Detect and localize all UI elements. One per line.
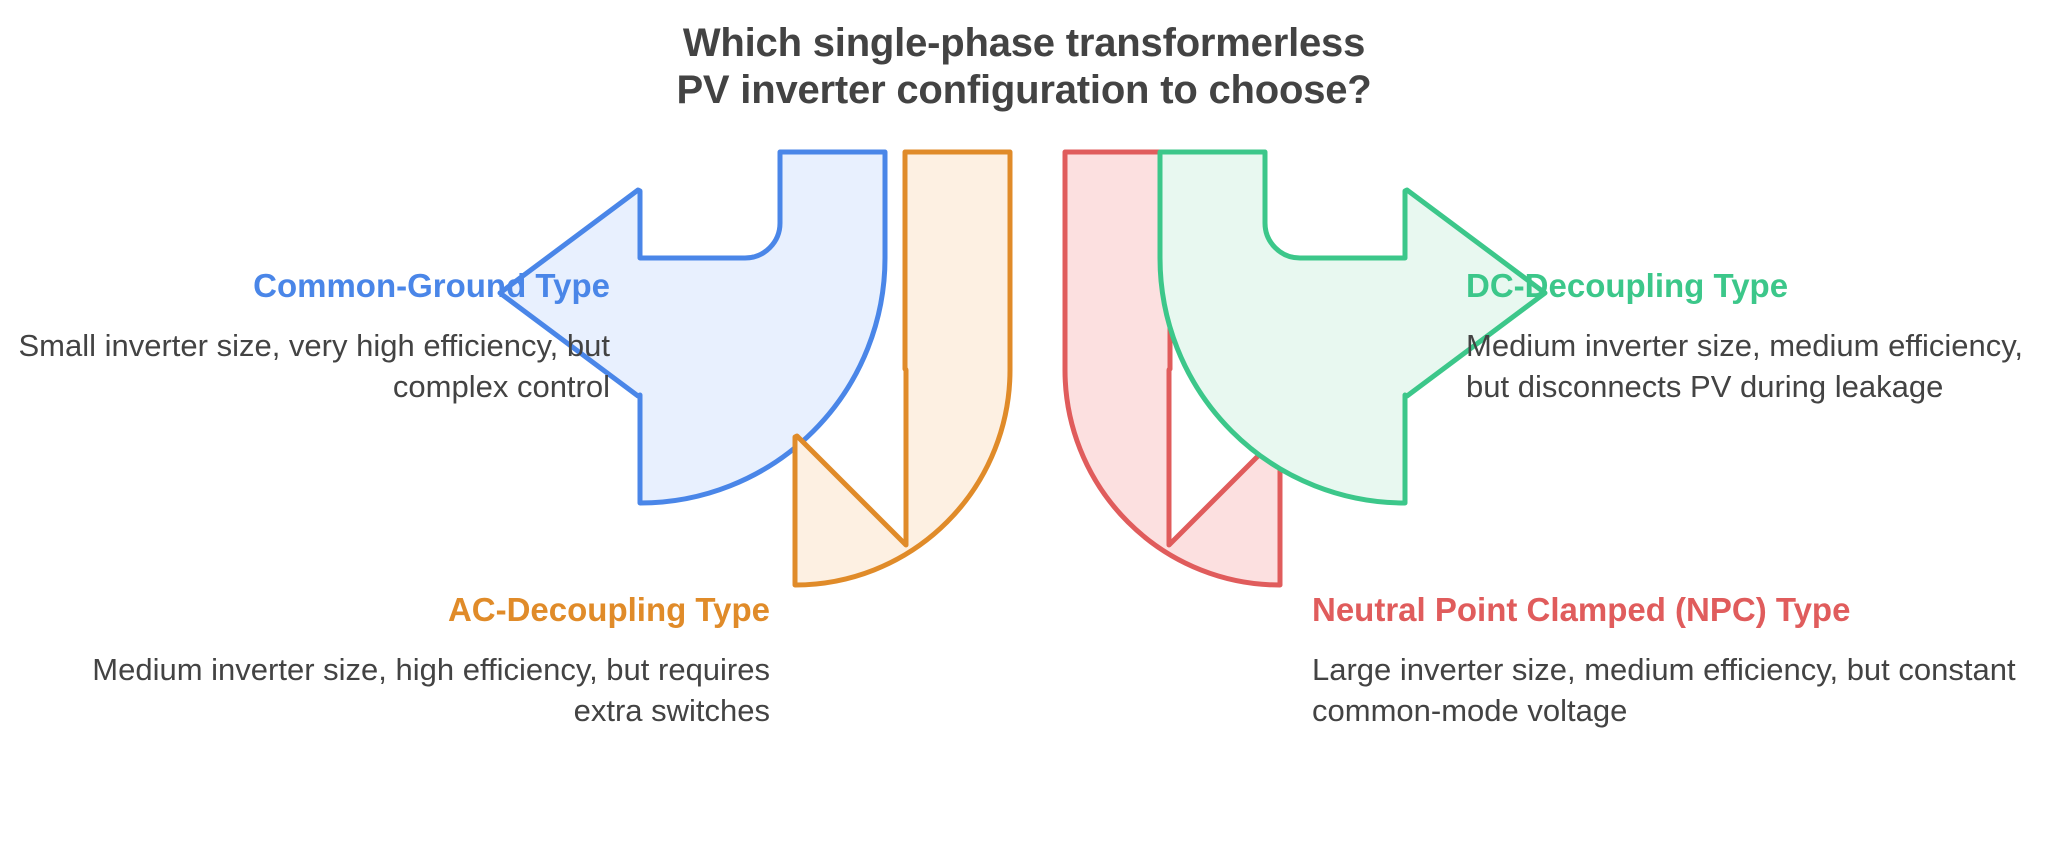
option-npc-body: Large inverter size, medium efficiency, … — [1312, 651, 2016, 728]
title-line-1: Which single-phase transformerless — [682, 21, 1366, 65]
option-common-ground-heading: Common-Ground Type — [253, 267, 610, 304]
page-title: Which single-phase transformerless PV in… — [524, 20, 1524, 114]
option-dc-decoupling[interactable]: DC-Decoupling Type Medium inverter size,… — [1466, 266, 2026, 407]
option-common-ground[interactable]: Common-Ground Type Small inverter size, … — [10, 266, 610, 407]
option-ac-decoupling[interactable]: AC-Decoupling Type Medium inverter size,… — [40, 590, 770, 731]
option-ac-decoupling-body: Medium inverter size, high efficiency, b… — [92, 651, 770, 728]
curved-arrow-down-left-icon — [797, 152, 1010, 585]
option-npc-heading: Neutral Point Clamped (NPC) Type — [1312, 591, 1851, 628]
option-common-ground-body: Small inverter size, very high efficienc… — [18, 327, 610, 404]
curved-arrow-down-left-body — [792, 149, 1013, 588]
curved-arrow-down-right-body — [1062, 149, 1283, 588]
title-line-2: PV inverter configuration to choose? — [676, 68, 1372, 113]
option-dc-decoupling-body: Medium inverter size, medium efficiency,… — [1466, 327, 2024, 404]
option-ac-decoupling-heading: AC-Decoupling Type — [447, 591, 770, 628]
option-npc[interactable]: Neutral Point Clamped (NPC) Type Large i… — [1312, 590, 2032, 731]
option-dc-decoupling-heading: DC-Decoupling Type — [1466, 267, 1789, 304]
